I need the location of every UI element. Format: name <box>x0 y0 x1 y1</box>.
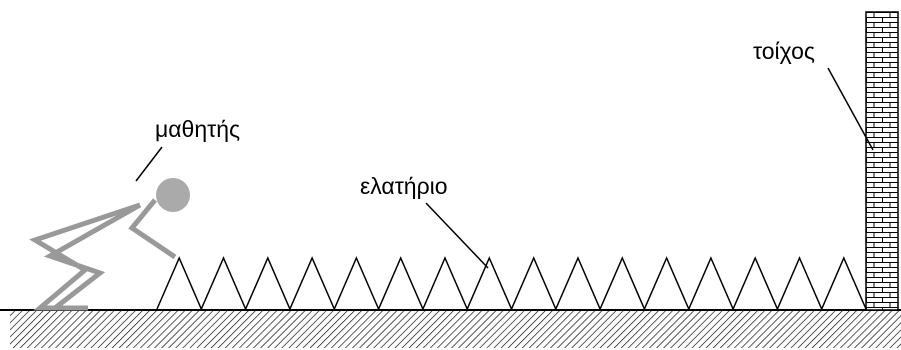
spring-coil <box>156 256 867 311</box>
student-label: μαθητής <box>155 116 240 142</box>
ground-hatch <box>10 310 901 348</box>
ground <box>0 309 901 348</box>
student-front-leg <box>43 202 142 310</box>
wall-label: τοίχος <box>753 38 815 64</box>
student-arm <box>128 198 177 260</box>
student-head <box>156 178 190 212</box>
wall <box>865 11 899 311</box>
wall-leader-line <box>827 67 874 151</box>
student-leader-line <box>135 146 163 182</box>
student-figure <box>29 178 190 311</box>
spring-label: ελατήριο <box>360 173 448 199</box>
spring-leader-line <box>425 202 489 269</box>
brick-wall <box>865 11 899 311</box>
